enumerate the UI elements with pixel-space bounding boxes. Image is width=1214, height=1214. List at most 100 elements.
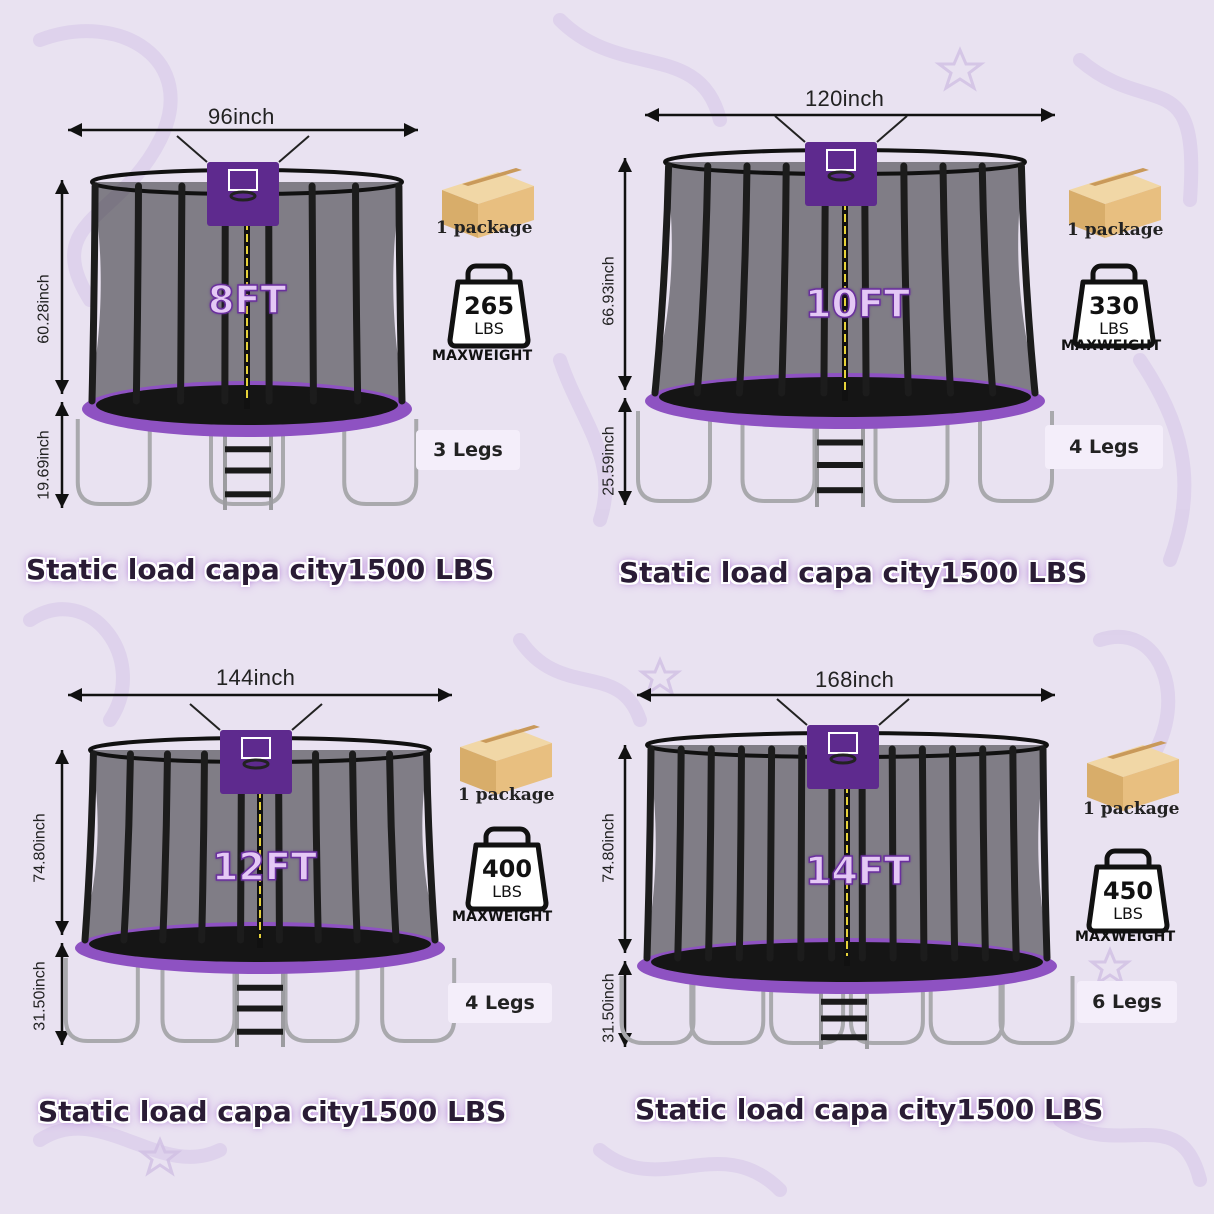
net-height-label: 60.28inch — [35, 274, 53, 344]
cardboard-box-icon — [460, 725, 552, 795]
trampoline-card-12ft: 144inch 74.80inch 31.50inch 12FT 1 package 40… — [0, 607, 607, 1214]
width-dimension-arrow — [637, 688, 1055, 702]
trampoline-illustration — [618, 688, 1179, 1049]
package-label: 1 package — [1067, 220, 1164, 240]
leg — [740, 411, 817, 503]
max-weight-label: MAXWEIGHT — [1061, 338, 1162, 354]
net-height-label: 74.80inch — [600, 813, 618, 883]
static-load-capacity-label: Static load capa city1500 LBS — [635, 1093, 1104, 1126]
width-dimension-arrow — [645, 108, 1055, 122]
trampoline-illustration — [55, 123, 534, 510]
kettlebell-weight-icon — [1086, 848, 1170, 934]
static-load-capacity-label: Static load capa city1500 LBS — [38, 1095, 507, 1128]
basketball-backboard — [176, 135, 310, 226]
trampoline-illustration — [55, 688, 552, 1047]
max-weight-label: MAXWEIGHT — [452, 909, 553, 925]
leg-height-label: 19.69inch — [35, 430, 53, 500]
legs-count-tag: 6 Legs — [1077, 981, 1177, 1023]
max-weight-label: MAXWEIGHT — [1075, 929, 1176, 945]
kettlebell-weight-icon — [447, 263, 531, 349]
net-height-label: 74.80inch — [31, 813, 49, 883]
leg — [689, 976, 766, 1045]
trampoline-card-14ft: 168inch 74.80inch 31.50inch 14FT 1 package 45… — [601, 607, 1214, 1214]
trampoline-legs — [636, 411, 1054, 503]
leg-height-dimension-arrow — [55, 402, 69, 508]
static-load-capacity-label: Static load capa city1500 LBS — [26, 553, 495, 586]
leg — [998, 976, 1075, 1045]
leg — [342, 419, 419, 506]
leg — [380, 958, 457, 1043]
package-label: 1 package — [436, 218, 533, 238]
max-weight-value: 450 — [1102, 877, 1154, 905]
cardboard-box-icon — [1069, 168, 1161, 238]
max-weight-value: 265 — [463, 292, 515, 320]
net-height-dimension-arrow — [618, 158, 632, 390]
leg — [848, 976, 925, 1045]
leg — [283, 958, 360, 1043]
trampoline-size-label: 10FT — [804, 281, 910, 327]
max-weight-unit: LBS — [492, 882, 522, 901]
basketball-backboard — [774, 115, 908, 206]
trampoline-illustration — [618, 108, 1161, 507]
trampoline-size-label: 8FT — [207, 277, 287, 323]
max-weight-unit: LBS — [1113, 904, 1143, 923]
ladder — [235, 964, 285, 1047]
leg — [160, 958, 237, 1043]
net-height-label: 66.93inch — [600, 256, 618, 326]
leg — [75, 419, 152, 506]
trampoline-card-10ft: 120inch 66.93inch 25.59inch 10FT 1 package 33… — [601, 0, 1214, 607]
legs-count-tag: 3 Legs — [416, 430, 520, 470]
ladder — [815, 417, 865, 507]
trampoline-size-label: 14FT — [804, 848, 910, 894]
net-height-dimension-arrow — [618, 745, 632, 953]
cardboard-box-icon — [442, 168, 534, 238]
kettlebell-weight-icon — [1072, 263, 1156, 349]
leg — [209, 419, 285, 506]
net-height-dimension-arrow — [55, 180, 69, 394]
legs-count-tag: 4 Legs — [1045, 425, 1163, 469]
max-weight-value: 330 — [1088, 292, 1140, 320]
leg — [769, 976, 846, 1045]
width-dimension-arrow — [68, 688, 452, 702]
leg — [619, 976, 696, 1045]
width-label: 120inch — [805, 86, 885, 111]
leg — [873, 411, 950, 503]
trampoline-legs — [75, 419, 419, 506]
max-weight-label: MAXWEIGHT — [432, 348, 533, 364]
legs-count-tag: 4 Legs — [448, 983, 552, 1023]
leg-height-dimension-arrow — [618, 398, 632, 505]
net-height-dimension-arrow — [55, 750, 69, 935]
trampoline-legs — [619, 976, 1075, 1045]
package-label: 1 package — [1083, 799, 1180, 819]
leg-height-dimension-arrow — [55, 943, 69, 1045]
leg — [636, 411, 712, 503]
max-weight-value: 400 — [481, 855, 533, 883]
cardboard-box-icon — [1087, 741, 1179, 811]
static-load-capacity-label: Static load capa city1500 LBS — [619, 556, 1088, 589]
leg-height-label: 31.50inch — [600, 973, 618, 1043]
basketball-backboard — [189, 703, 323, 794]
leg — [63, 958, 140, 1043]
trampoline-legs — [63, 958, 457, 1043]
ladder — [223, 425, 273, 510]
leg-height-label: 31.50inch — [31, 961, 49, 1031]
kettlebell-weight-icon — [465, 826, 549, 912]
width-label: 144inch — [216, 665, 296, 690]
package-label: 1 package — [458, 785, 555, 805]
leg-height-label: 25.59inch — [600, 426, 618, 496]
trampoline-size-label: 12FT — [211, 844, 317, 890]
width-label: 168inch — [815, 667, 895, 692]
enclosure-poles — [81, 750, 439, 944]
width-label: 96inch — [208, 104, 275, 129]
width-dimension-arrow — [68, 123, 418, 137]
max-weight-unit: LBS — [474, 319, 504, 338]
leg — [978, 411, 1054, 503]
basketball-backboard — [776, 698, 910, 789]
max-weight-unit: LBS — [1099, 319, 1129, 338]
